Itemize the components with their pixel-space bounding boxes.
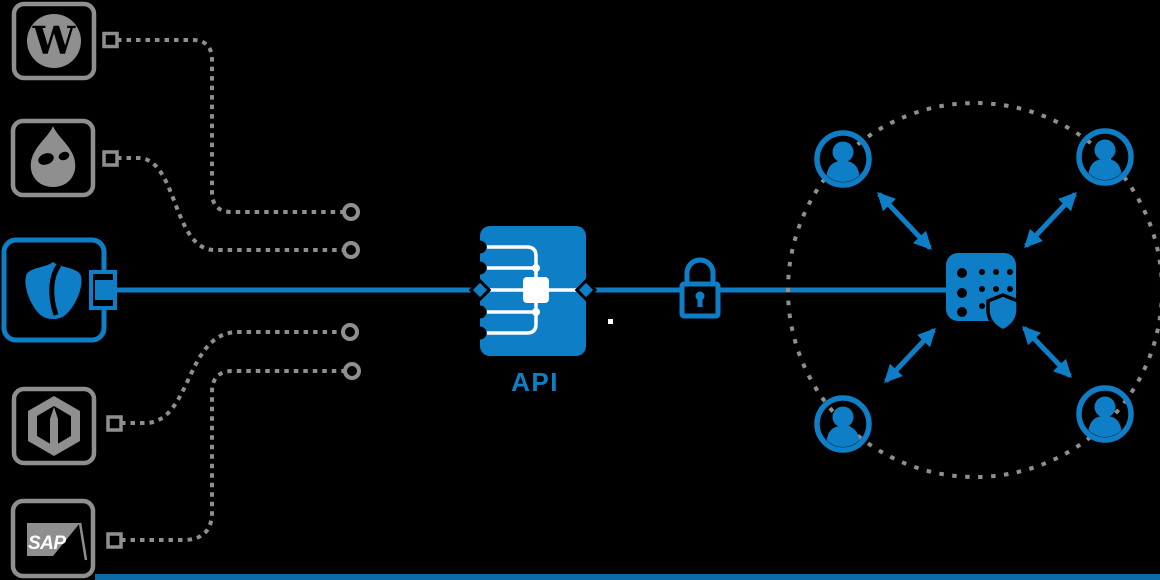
- user-icon-bottom-left: [817, 398, 869, 450]
- dotted-connectors: [117, 38, 361, 542]
- magento-port: [106, 415, 123, 432]
- user-icon-bottom-right: [1079, 388, 1131, 440]
- drupal-dotted-line: [117, 156, 343, 252]
- api-internal-circuit: [483, 245, 583, 335]
- wordpress-dotted-line: [117, 38, 343, 214]
- magento-dotted-line: [121, 330, 342, 425]
- api-gateway-node: API: [468, 226, 598, 397]
- api-left-connector-diamond: [468, 278, 492, 302]
- user-icon-top-left: [817, 133, 869, 185]
- arrow-hub-to-user-bottom-right: [1022, 326, 1072, 378]
- drupal-logo-icon: [30, 126, 76, 187]
- sap-port: [106, 532, 123, 549]
- sap-dotted-line: [121, 369, 344, 542]
- magento-logo-icon: [28, 396, 80, 456]
- wordpress-line-endpoint: [342, 203, 360, 221]
- source-node-sap[interactable]: SAP: [10, 498, 123, 579]
- user-icon-top-right: [1079, 131, 1131, 183]
- arrow-hub-to-user-bottom-left: [884, 328, 936, 383]
- api-core-chip: [523, 277, 549, 303]
- sap-logo-icon: SAP: [27, 522, 88, 561]
- api-input-notches: [473, 240, 487, 340]
- hub-arrows: [877, 192, 1077, 383]
- wordpress-box: [11, 1, 97, 81]
- source-node-drupal[interactable]: [10, 118, 119, 198]
- server-shield-icon: [946, 253, 1020, 333]
- wordpress-logo-icon: W: [27, 14, 81, 68]
- shield-icon: [986, 293, 1020, 333]
- typo3-logo-icon: [25, 262, 82, 319]
- magento-box: [11, 386, 97, 466]
- drupal-port: [102, 150, 119, 167]
- indicator-dot: [608, 319, 613, 324]
- source-node-wordpress[interactable]: W: [11, 1, 119, 81]
- source-node-typo3[interactable]: [1, 237, 117, 343]
- lock-icon: [679, 257, 721, 319]
- drupal-box: [10, 118, 96, 198]
- arrow-hub-to-user-top-left: [877, 192, 932, 250]
- typo3-plug: [95, 280, 115, 300]
- sap-line-endpoint: [343, 362, 361, 380]
- source-node-magento[interactable]: [11, 386, 123, 466]
- wordpress-port: [102, 31, 119, 49]
- drupal-line-endpoint: [342, 241, 360, 259]
- api-right-connector-diamond: [574, 278, 598, 302]
- magento-line-endpoint: [341, 323, 359, 341]
- arrow-hub-to-user-top-right: [1024, 192, 1077, 248]
- wordpress-letter: W: [32, 18, 77, 63]
- sap-wordmark: SAP: [28, 533, 66, 554]
- network-boundary-circle: [786, 101, 1160, 479]
- sap-box: [10, 498, 96, 579]
- bottom-edge-bar: [95, 574, 1160, 580]
- api-label: API: [511, 367, 559, 397]
